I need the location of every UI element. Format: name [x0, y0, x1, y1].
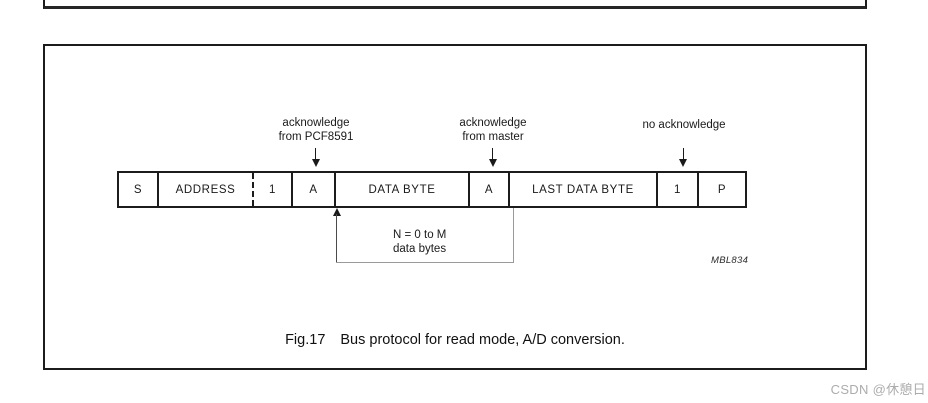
- bracket-note: N = 0 to M data bytes: [393, 228, 446, 256]
- figure-caption: Fig.17 Bus protocol for read mode, A/D co…: [43, 332, 867, 348]
- protocol-cell-ack-2: A: [470, 173, 510, 206]
- protocol-cell-read-bit: 1: [254, 173, 293, 206]
- protocol-cell-ack-1: A: [293, 173, 336, 206]
- figure-number: Fig.17: [285, 332, 326, 348]
- protocol-cell-data-byte: DATA BYTE: [336, 173, 470, 206]
- protocol-cell-no-ack-bit: 1: [658, 173, 699, 206]
- watermark: CSDN @休憩日: [830, 382, 926, 397]
- bracket-note-line: data bytes: [393, 243, 447, 255]
- bracket-bottom-line: [336, 262, 514, 263]
- bracket-left-line: [336, 214, 337, 263]
- annotation-line: from master: [462, 130, 524, 143]
- previous-figure-frame: [43, 0, 867, 9]
- protocol-cell-start: S: [119, 173, 159, 206]
- annotation-line: acknowledge: [282, 117, 350, 129]
- protocol-cell-last-data-byte: LAST DATA BYTE: [510, 173, 658, 206]
- bracket-note-line: N = 0 to M: [393, 229, 447, 241]
- bracket-right-line: [513, 208, 514, 263]
- annotation-line: acknowledge: [459, 117, 527, 129]
- protocol-cell-stop: P: [717, 183, 727, 196]
- up-arrow-icon: [332, 208, 341, 216]
- drawing-reference-code: MBL834: [711, 255, 749, 266]
- annotation-line: from PCF8591: [278, 130, 354, 143]
- annotation-no-ack: no acknowledge: [642, 119, 725, 133]
- annotation-ack-pcf8591: acknowledge from PCF8591: [279, 117, 354, 144]
- annotation-line: no acknowledge: [642, 119, 726, 131]
- figure-caption-text: Bus protocol for read mode, A/D conversi…: [340, 332, 625, 348]
- annotation-ack-master: acknowledge from master: [459, 117, 526, 144]
- protocol-row: S ADDRESS 1 A DATA BYTE A LAST DATA BYTE…: [117, 171, 747, 208]
- protocol-cell-address: ADDRESS: [159, 173, 254, 206]
